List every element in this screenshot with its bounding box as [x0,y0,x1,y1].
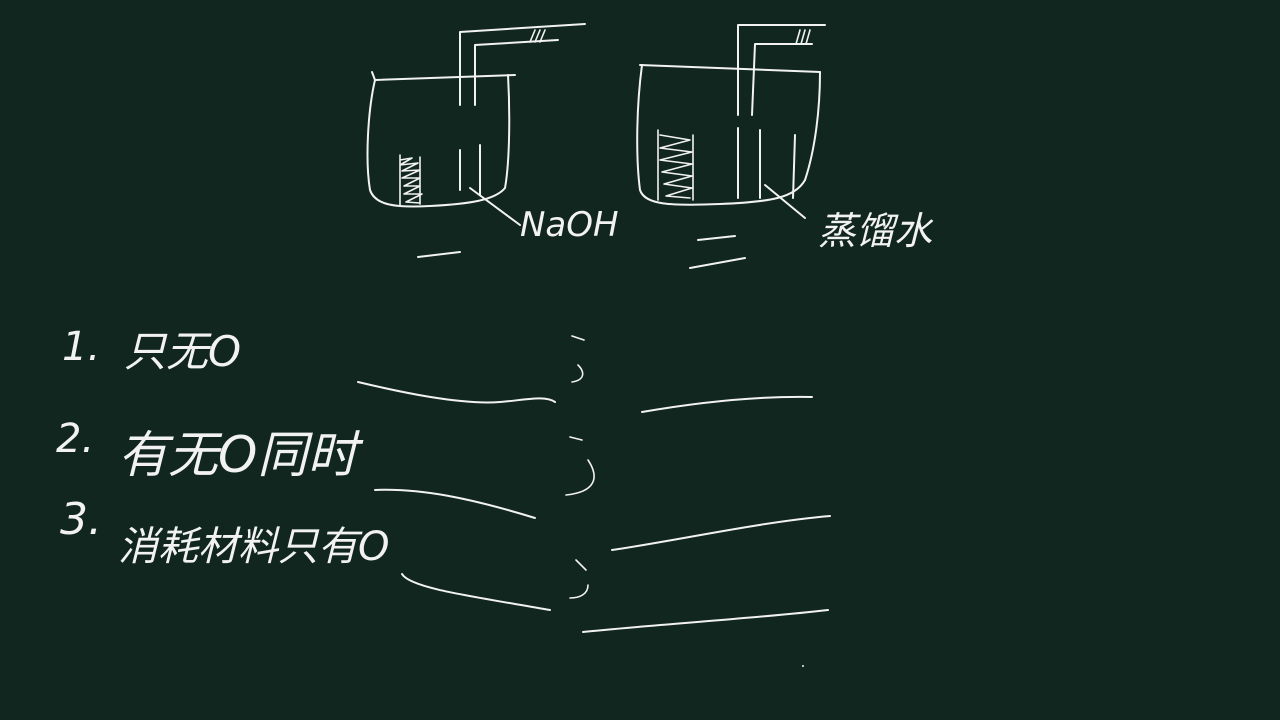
answer-lines [357,381,831,633]
step-list: 1. 只无O 2. 有无O同时 3. 消耗材料只有O [56,324,389,570]
beaker-1-liquid-label: NaOH [520,205,619,245]
beaker-2-number-mark [689,235,746,269]
beaker-2-tube [737,24,826,199]
beaker-2-rim [639,64,821,73]
stray-dot [802,665,804,667]
step-2-number: 2. [56,416,94,462]
bracket-2 [565,436,595,496]
beaker-2 [636,24,826,269]
beaker-1-pointer [469,187,521,226]
answer-line-3a [401,573,551,611]
answer-line-3b [582,609,829,633]
answer-line-1a [357,381,556,404]
beaker-2-organism [657,129,694,201]
beaker-1-stopper [529,29,546,43]
beaker-2-body [636,64,821,206]
step-3-text: 消耗材料只有O [118,524,389,570]
answer-line-1b [641,395,813,413]
step-3-number: 3. [60,494,102,545]
beaker-1-tube [459,23,586,196]
step-1-number: 1. [62,324,100,370]
beaker-1-number-mark [417,251,461,258]
beaker-1-organism [399,154,423,206]
bracket-marks [565,335,595,599]
step-1-text: 只无O [124,327,241,376]
answer-line-2b [611,515,831,551]
beaker-2-stopper [795,29,811,45]
beaker-2-pointer [764,184,806,219]
bracket-1 [571,335,585,383]
step-2-text: 有无O同时 [118,426,364,484]
beaker-1-body [366,74,511,208]
bracket-3 [569,559,589,599]
beaker-1 [366,23,586,258]
beaker-2-liquid-label: 蒸馏水 [818,209,934,253]
answer-line-2a [374,488,536,519]
beaker-1-rim [371,71,516,81]
